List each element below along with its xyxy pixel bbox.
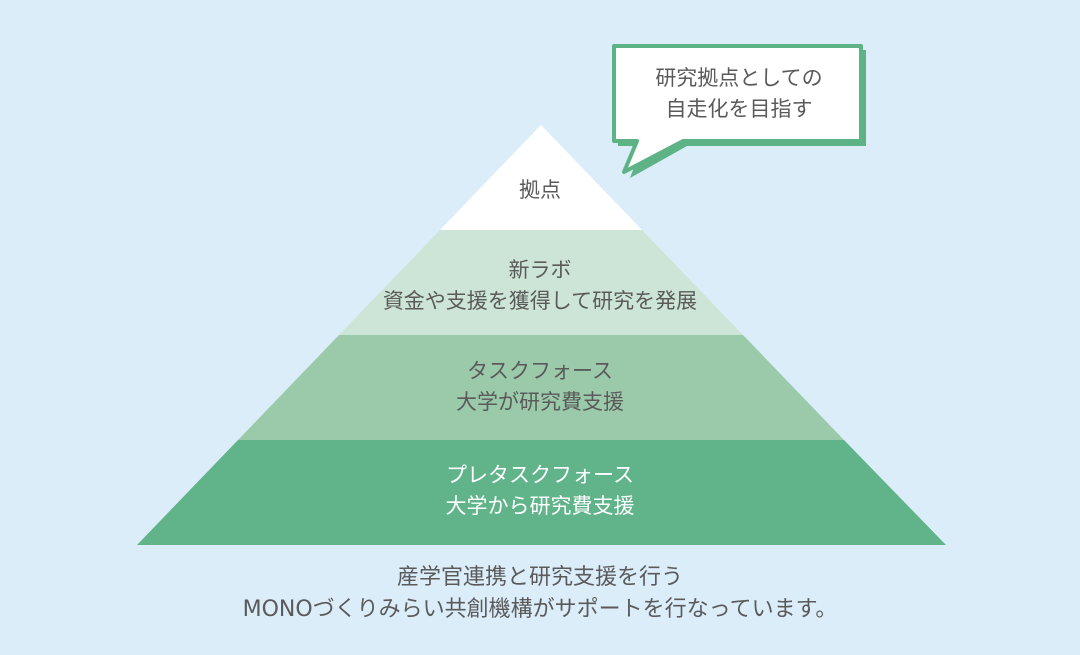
level-4-label: プレタスクフォース 大学から研究費支援 (0, 460, 1080, 522)
footer-line-1: 産学官連携と研究支援を行う (396, 565, 683, 590)
level-4-line-1: プレタスクフォース (446, 463, 634, 487)
level-3-line-1: タスクフォース (467, 359, 613, 383)
level-2-label: 新ラボ 資金や支援を獲得して研究を発展 (0, 255, 1080, 317)
callout-text: 研究拠点としての 自走化を目指す (616, 63, 862, 125)
level-3-line-2: 大学が研究費支援 (456, 390, 624, 414)
level-2-line-2: 資金や支援を獲得して研究を発展 (382, 289, 698, 313)
callout-line-1: 研究拠点としての (655, 66, 823, 90)
footer-caption: 産学官連携と研究支援を行う MONOづくりみらい共創機構がサポートを行なっていま… (0, 562, 1080, 626)
level-4-line-2: 大学から研究費支援 (445, 494, 635, 518)
callout-line-2: 自走化を目指す (665, 97, 813, 121)
callout-bubble (612, 44, 863, 174)
pyramid-level-top (440, 125, 642, 230)
level-top-line-1: 拠点 (519, 178, 561, 202)
pyramid-level-3 (238, 335, 844, 440)
level-2-line-1: 新ラボ (508, 258, 572, 282)
pyramid-level-2 (339, 230, 743, 335)
level-top-label: 拠点 (0, 175, 1080, 206)
pyramid-level-4 (137, 440, 946, 545)
level-3-label: タスクフォース 大学が研究費支援 (0, 356, 1080, 418)
footer-line-2: MONOづくりみらい共創機構がサポートを行なっています。 (242, 597, 838, 622)
